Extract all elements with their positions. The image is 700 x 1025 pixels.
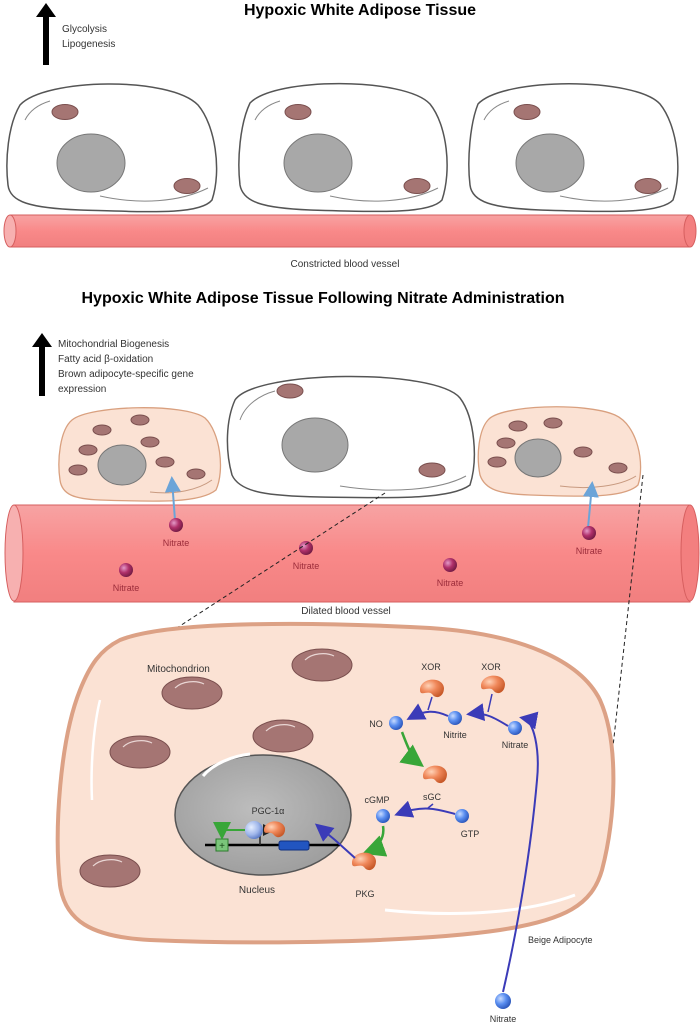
middle-panel: Hypoxic White Adipose Tissue Following N…: [4, 290, 700, 829]
mitochondrion: [291, 648, 353, 682]
mitochondrion-label: Mitochondrion: [147, 664, 210, 675]
mitochondrion: [161, 676, 223, 710]
pgc1a-label: PGC-1α: [252, 806, 285, 816]
svg-text:Nitrate: Nitrate: [437, 578, 464, 588]
increase-arrow-icon: [36, 3, 56, 65]
svg-text:GTP: GTP: [461, 829, 480, 839]
nitrate-uptake-arrow: [164, 476, 181, 521]
gtp-to-cgmp-arrow: [394, 800, 456, 818]
cgmp-molecule: cGMP: [364, 795, 390, 823]
xor-enzyme: [481, 675, 505, 694]
sgc-enzyme: [423, 765, 447, 784]
nitrate-uptake-arrow: [582, 481, 599, 529]
xor-enzyme: [420, 679, 444, 698]
top-title: Hypoxic White Adipose Tissue: [244, 2, 476, 19]
xor-label-2: XOR: [481, 662, 501, 672]
svg-text:Nitrate: Nitrate: [502, 740, 529, 750]
sgc-catalysis-line: [427, 803, 434, 809]
pkg-label: PKG: [355, 889, 374, 899]
dilated-vessel-label: Dilated blood vessel: [301, 606, 391, 617]
beige-adipocyte-small: [477, 406, 642, 497]
increase-arrow-icon: [32, 333, 52, 396]
svg-text:Nitrate: Nitrate: [576, 546, 603, 556]
nitrate-inner: Nitrate: [502, 721, 529, 750]
effect-fatty-acid-oxidation: Fatty acid β-oxidation: [58, 354, 153, 365]
effect-brown-gene: Brown adipocyte-specific gene: [58, 369, 194, 380]
svg-text:Nitrate: Nitrate: [490, 1014, 517, 1024]
nitrate-molecule: Nitrate: [113, 563, 140, 593]
dilated-blood-vessel: [4, 504, 700, 603]
constricted-vessel-label: Constricted blood vessel: [291, 259, 400, 270]
cgmp-activates-pkg-arrow: [362, 825, 388, 857]
sgc-label: sGC: [423, 792, 442, 802]
constricted-blood-vessel: [3, 214, 697, 248]
effect-lipogenesis: Lipogenesis: [62, 39, 115, 50]
svg-text:Nitrite: Nitrite: [443, 730, 467, 740]
white-adipocyte: [6, 83, 218, 213]
mitochondrion: [252, 719, 314, 753]
beige-adipocyte-small: [58, 407, 222, 502]
nitrate-molecule: Nitrate: [576, 526, 603, 556]
promoter-plus: +: [219, 841, 225, 852]
white-adipocyte: [468, 83, 679, 213]
white-adipocyte: [238, 82, 448, 213]
pgc1a-partner: [264, 821, 286, 838]
xor-catalysis-line: [427, 696, 433, 711]
svg-text:NO: NO: [369, 719, 383, 729]
effect-mito-biogenesis: Mitochondrial Biogenesis: [58, 339, 169, 350]
svg-text:Nitrate: Nitrate: [163, 538, 190, 548]
xor-catalysis-line: [487, 693, 493, 713]
mitochondrion: [79, 854, 141, 888]
pgc1a-protein: [245, 821, 263, 839]
nitrate-to-nitrite-arrow: [466, 703, 509, 727]
gene-box: [278, 840, 310, 851]
nucleus-label: Nucleus: [239, 885, 275, 896]
pkg-enzyme: [352, 852, 376, 871]
nitrate-transport-arrow: [502, 711, 539, 993]
detail-panel: Mitochondrion Nucleus + PGC-1α Nitrate B…: [55, 621, 616, 1024]
pkg-to-pgc1a-arrow: [314, 823, 356, 859]
svg-text:cGMP: cGMP: [364, 795, 389, 805]
cell-highlight: [90, 699, 102, 801]
nitrate-molecule: Nitrate: [163, 518, 190, 548]
gtp-molecule: GTP: [455, 809, 479, 839]
svg-text:Nitrate: Nitrate: [293, 561, 320, 571]
nitrate-outer: Nitrate: [490, 993, 517, 1024]
no-molecule: NO: [369, 716, 403, 730]
nitrate-molecule: Nitrate: [293, 541, 320, 571]
nitrite-molecule: Nitrite: [443, 711, 467, 740]
middle-title: Hypoxic White Adipose Tissue Following N…: [81, 290, 564, 307]
effect-brown-gene-cont: expression: [58, 384, 106, 395]
effect-glycolysis: Glycolysis: [62, 24, 107, 35]
activation-arrow: [213, 822, 245, 840]
cell-highlight: [384, 893, 576, 915]
no-activates-sgc-arrow: [399, 731, 424, 768]
xor-label-1: XOR: [421, 662, 441, 672]
top-panel: Hypoxic White Adipose Tissue Glycolysis …: [3, 2, 697, 270]
nitrate-molecule: Nitrate: [437, 558, 464, 588]
white-adipocyte: [226, 375, 476, 499]
nitrite-to-no-arrow: [406, 703, 449, 720]
svg-text:Nitrate: Nitrate: [113, 583, 140, 593]
mitochondrion: [109, 735, 171, 769]
beige-adipocyte-label: Beige Adipocyte: [528, 935, 593, 945]
